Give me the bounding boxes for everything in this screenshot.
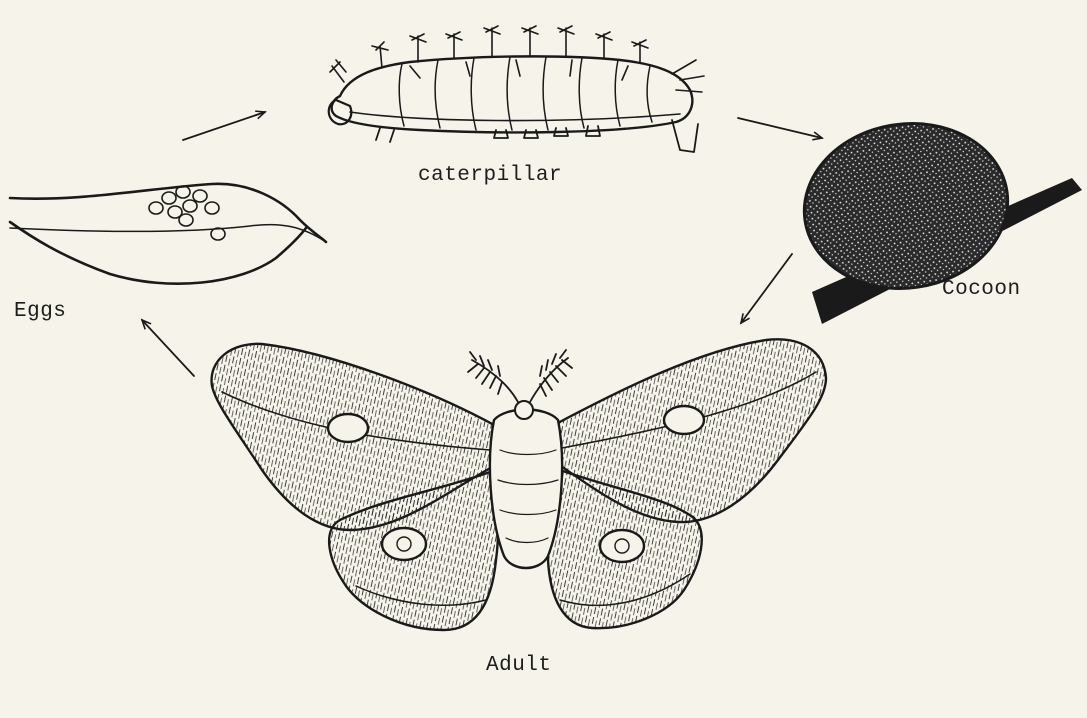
cocoon-drawing [794, 111, 1082, 324]
adult-label: Adult [486, 654, 552, 677]
caterpillar-legs [376, 120, 698, 152]
caterpillar-label: caterpillar [418, 164, 562, 187]
eggs-on-leaf [10, 184, 326, 284]
eggs-label: Eggs [14, 300, 66, 323]
cocoon-label: Cocoon [942, 278, 1021, 301]
caterpillar-drawing [329, 26, 704, 152]
arrow-adult-to-eggs [142, 320, 194, 376]
arrow-cocoon-to-adult [741, 254, 792, 323]
adult-moth-drawing [212, 339, 826, 630]
arrow-eggs-to-caterpillar [183, 112, 265, 140]
moth-antennae [468, 350, 572, 402]
moth-body [490, 410, 562, 569]
arrow-caterpillar-to-cocoon [738, 118, 822, 138]
cocoon-body [794, 111, 1019, 302]
